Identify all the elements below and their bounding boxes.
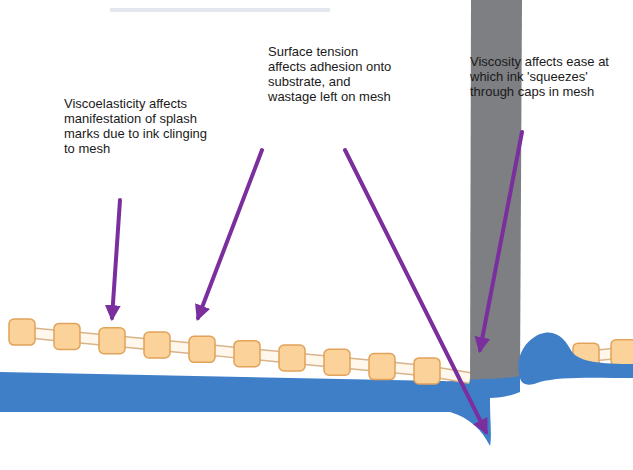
mesh-thread bbox=[22, 332, 470, 378]
arrows bbox=[112, 132, 522, 432]
callout-note: Viscosity affects ease at which ink 'squ… bbox=[470, 54, 620, 99]
mesh-cell bbox=[9, 319, 35, 345]
mesh-cell bbox=[369, 354, 395, 380]
mesh-cell bbox=[234, 341, 260, 367]
mesh-cell bbox=[189, 336, 215, 362]
mesh-cell bbox=[279, 345, 305, 371]
leader-arrow bbox=[480, 132, 522, 350]
leader-arrow bbox=[198, 150, 262, 318]
ink-pool bbox=[518, 332, 633, 384]
faint-rule bbox=[110, 8, 330, 12]
leader-arrow bbox=[112, 200, 120, 318]
ink-under-blade bbox=[470, 376, 520, 398]
callout-note: Viscoelasticity affects manifestation of… bbox=[64, 96, 214, 156]
leader-arrow bbox=[345, 150, 486, 432]
mesh-cell bbox=[99, 328, 125, 354]
callout-note: Surface tension affects adhesion onto su… bbox=[268, 44, 393, 104]
mesh-thread bbox=[22, 332, 470, 378]
mesh-cell bbox=[54, 323, 80, 349]
mesh-cell bbox=[144, 332, 170, 358]
mesh-cell bbox=[414, 358, 440, 384]
mesh-cell bbox=[611, 340, 633, 366]
mesh bbox=[9, 319, 633, 384]
mesh-cell bbox=[324, 349, 350, 375]
